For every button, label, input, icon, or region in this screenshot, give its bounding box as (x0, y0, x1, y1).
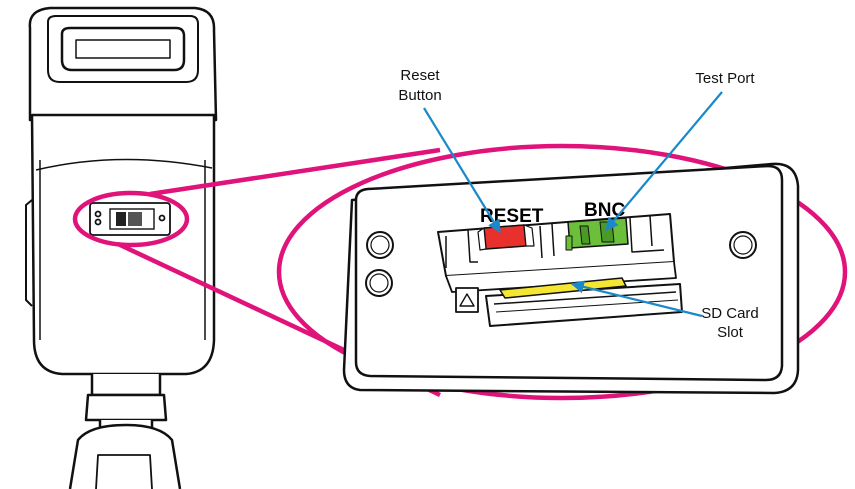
screw-hole (729, 231, 757, 259)
bnc-test-port (567, 217, 629, 249)
arrow-reset (423, 107, 501, 234)
label-test-port: Test Port (695, 70, 755, 87)
enlarged-panel (342, 162, 800, 395)
screw-hole (366, 231, 394, 259)
screw-hole (365, 269, 393, 297)
eject-triangle-icon (455, 287, 479, 313)
camera-body (25, 6, 218, 489)
label-sd-card-line1: SD Card (701, 305, 759, 322)
panel-text-bnc: BNC (584, 200, 625, 221)
camera-access-panel (89, 202, 171, 236)
label-reset-line1: Reset (400, 67, 440, 84)
reset-button (483, 224, 527, 250)
arrow-test-port (605, 91, 723, 232)
label-reset-line2: Button (398, 87, 441, 104)
callout-arrows (423, 91, 723, 318)
arrow-sd-card (570, 280, 703, 318)
label-sd-card-line2: Slot (717, 324, 744, 341)
